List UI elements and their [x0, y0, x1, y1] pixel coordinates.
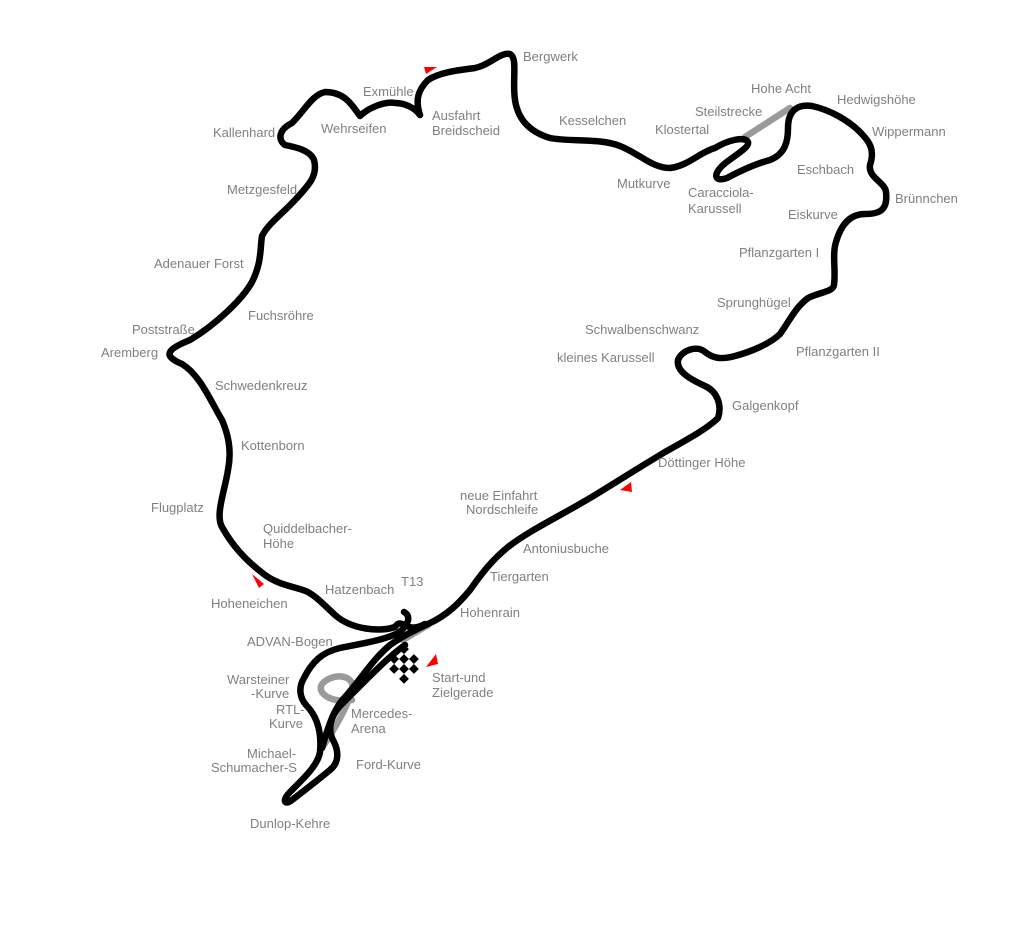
label-ausfahrt-breidscheid-1: Ausfahrt	[432, 108, 481, 123]
label-schwalbenschwanz: Schwalbenschwanz	[585, 322, 699, 337]
label-sprunghuegel: Sprunghügel	[717, 295, 791, 310]
label-hohenrain: Hohenrain	[460, 605, 520, 620]
label-steilstrecke: Steilstrecke	[695, 104, 762, 119]
label-poststrasse: Poststraße	[132, 322, 195, 337]
label-pflanzgarten-1: Pflanzgarten I	[739, 245, 819, 260]
label-neue-einfahrt-2: Nordschleife	[466, 502, 538, 517]
label-ausfahrt-breidscheid-2: Breidscheid	[432, 123, 500, 138]
sector-marker-icon	[252, 574, 264, 588]
label-start-ziel-1: Start-und	[432, 670, 485, 685]
label-mercedes-arena-2: Arena	[351, 721, 386, 736]
label-caracciola-1: Caracciola-	[688, 185, 754, 200]
label-warsteiner-1: Warsteiner	[227, 672, 290, 687]
sector-markers	[252, 67, 632, 667]
label-wehrseifen: Wehrseifen	[321, 121, 387, 136]
label-schwedenkreuz: Schwedenkreuz	[215, 378, 308, 393]
label-hoheneichen: Hoheneichen	[211, 596, 288, 611]
label-ford-kurve: Ford-Kurve	[356, 757, 421, 772]
label-galgenkopf: Galgenkopf	[732, 398, 799, 413]
steilstrecke-grey	[741, 104, 794, 141]
label-rtl-1: RTL-	[276, 702, 305, 717]
sector-marker-icon	[620, 482, 632, 492]
label-eiskurve: Eiskurve	[788, 207, 838, 222]
label-aremberg: Aremberg	[101, 345, 158, 360]
label-klostertal: Klostertal	[655, 122, 709, 137]
label-hatzenbach: Hatzenbach	[325, 582, 394, 597]
label-quiddelbacher-1: Quiddelbacher-	[263, 521, 352, 536]
label-pflanzgarten-2: Pflanzgarten II	[796, 344, 880, 359]
mercedes-arena-loop	[317, 673, 356, 752]
sector-marker-icon	[424, 67, 437, 74]
label-kesselchen: Kesselchen	[559, 113, 626, 128]
label-michael-2: Schumacher-S	[211, 760, 297, 775]
label-mercedes-arena-1: Mercedes-	[351, 706, 412, 721]
label-mutkurve: Mutkurve	[617, 176, 670, 191]
label-hedwigshoehe: Hedwigshöhe	[837, 92, 916, 107]
label-tiergarten: Tiergarten	[490, 569, 549, 584]
nordschleife-track	[166, 50, 890, 752]
label-bruennchen: Brünnchen	[895, 191, 958, 206]
label-start-ziel-2: Zielgerade	[432, 685, 493, 700]
label-exmuehle: Exmühle	[363, 84, 414, 99]
label-kleines-karussell: kleines Karussell	[557, 350, 655, 365]
label-warsteiner-2: -Kurve	[251, 686, 289, 701]
label-wippermann: Wippermann	[872, 124, 946, 139]
label-eschbach: Eschbach	[797, 162, 854, 177]
sector-marker-icon	[426, 654, 438, 667]
label-metzgesfeld: Metzgesfeld	[227, 182, 297, 197]
label-kallenhard: Kallenhard	[213, 125, 275, 140]
race-track	[166, 50, 890, 806]
checkered-flag-icon	[389, 644, 419, 684]
label-kottenborn: Kottenborn	[241, 438, 305, 453]
label-caracciola-2: Karussell	[688, 201, 742, 216]
gp-track	[281, 608, 412, 806]
label-quiddelbacher-2: Höhe	[263, 536, 294, 551]
label-rtl-2: Kurve	[269, 716, 303, 731]
label-doettinger-hoehe: Döttinger Höhe	[658, 455, 745, 470]
label-neue-einfahrt-1: neue Einfahrt	[460, 488, 538, 503]
label-bergwerk: Bergwerk	[523, 49, 578, 64]
label-adenauer-forst: Adenauer Forst	[154, 256, 244, 271]
label-antoniusbuche: Antoniusbuche	[523, 541, 609, 556]
label-advan-bogen: ADVAN-Bogen	[247, 634, 333, 649]
label-hohe-acht: Hohe Acht	[751, 81, 811, 96]
label-michael-1: Michael-	[247, 746, 296, 761]
label-dunlop-kehre: Dunlop-Kehre	[250, 816, 330, 831]
label-t13: T13	[401, 574, 423, 589]
label-flugplatz: Flugplatz	[151, 500, 204, 515]
label-fuchsroehre: Fuchsröhre	[248, 308, 314, 323]
corner-labels: Bergwerk Exmühle Ausfahrt Breidscheid We…	[101, 49, 958, 831]
